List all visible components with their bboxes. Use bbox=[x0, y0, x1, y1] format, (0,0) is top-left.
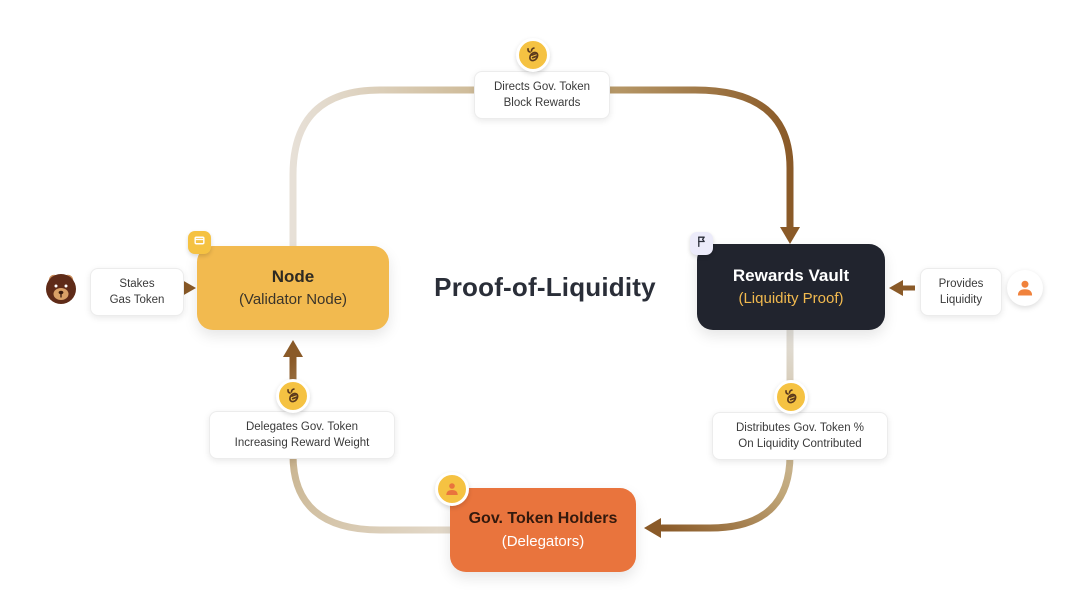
node-box: Node (Validator Node) bbox=[197, 246, 389, 330]
bee-token-icon bbox=[527, 47, 539, 62]
bee-token-icon bbox=[785, 389, 797, 404]
gov-token-icon-delegates bbox=[276, 379, 310, 413]
person-icon bbox=[446, 483, 458, 495]
gov-token-holders-subtitle: (Delegators) bbox=[501, 532, 585, 550]
liquidity-provider-badge bbox=[1007, 270, 1043, 306]
vault-badge bbox=[690, 232, 713, 255]
person-icon bbox=[1017, 280, 1033, 296]
bear-icon bbox=[46, 274, 76, 304]
gov-token-holders-box: Gov. Token Holders (Delegators) bbox=[450, 488, 636, 572]
delegators-person-badge bbox=[435, 472, 469, 506]
bear-staker-badge bbox=[44, 272, 78, 306]
node-title: Node bbox=[271, 267, 315, 287]
gov-token-icon-distributes bbox=[774, 380, 808, 414]
stakes-gas-token-label: Stakes Gas Token bbox=[90, 268, 184, 317]
gov-token-icon-top bbox=[516, 38, 550, 72]
gov-token-holders-title: Gov. Token Holders bbox=[468, 509, 618, 527]
bee-token-icon bbox=[287, 388, 299, 403]
rewards-vault-subtitle: (Liquidity Proof) bbox=[738, 290, 844, 308]
rewards-vault-box: Rewards Vault (Liquidity Proof) bbox=[697, 244, 885, 330]
node-badge bbox=[188, 231, 211, 254]
rewards-vault-title: Rewards Vault bbox=[732, 266, 850, 286]
node-subtitle: (Validator Node) bbox=[238, 291, 348, 309]
directs-gov-token-label: Directs Gov. Token Block Rewards bbox=[474, 71, 610, 120]
delegates-gov-token-label: Delegates Gov. Token Increasing Reward W… bbox=[209, 411, 395, 460]
flag-icon bbox=[695, 235, 708, 253]
page-title: Proof-of-Liquidity bbox=[434, 272, 656, 302]
card-icon bbox=[193, 234, 206, 252]
provides-liquidity-label: Provides Liquidity bbox=[920, 268, 1002, 317]
distributes-gov-token-label: Distributes Gov. Token % On Liquidity Co… bbox=[712, 412, 888, 461]
